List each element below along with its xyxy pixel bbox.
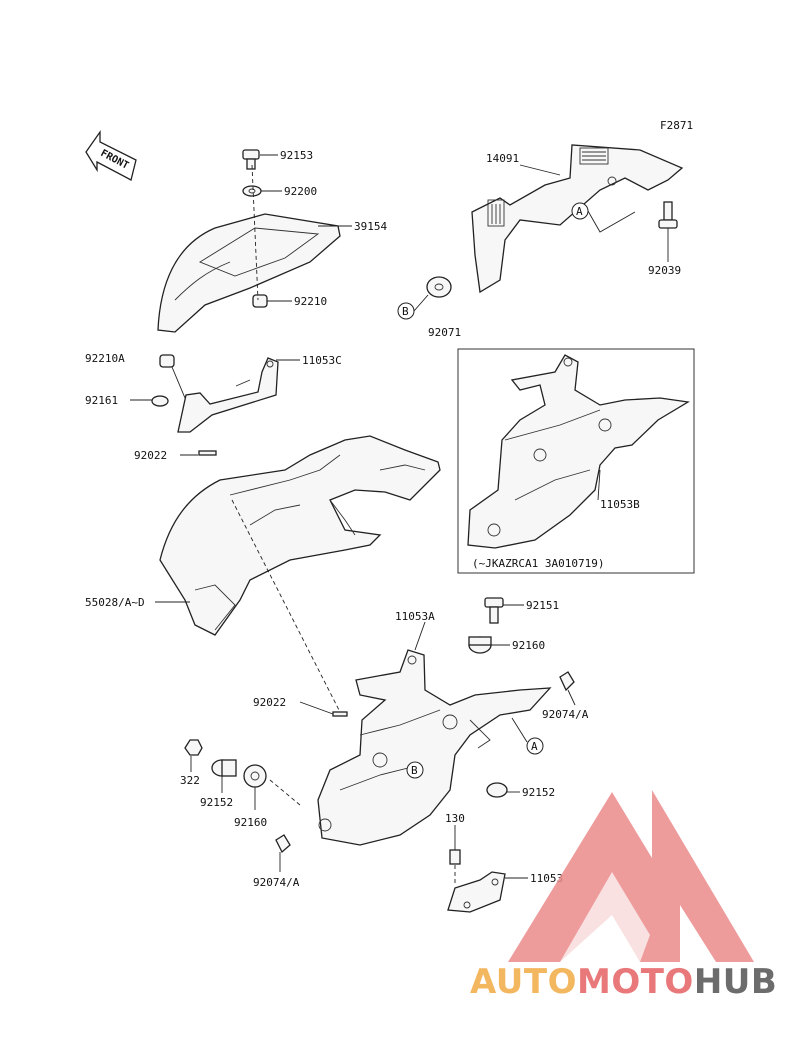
cover-14091 xyxy=(471,144,684,294)
label-92210: 92210 xyxy=(294,295,327,308)
inset-note: (~JKAZRCA1 3A010719) xyxy=(472,557,604,570)
label-11053b: 11053B xyxy=(600,498,640,511)
damper-92160-lower xyxy=(243,764,267,788)
pin-92022-upper xyxy=(198,450,217,456)
callout-a-top: A xyxy=(571,202,589,220)
label-92210a: 92210A xyxy=(85,352,125,365)
svg-text:B: B xyxy=(411,764,418,777)
watermark-text: AUTOMOTOHUB xyxy=(470,962,778,1002)
label-92200: 92200 xyxy=(284,185,317,198)
front-arrow-icon: FRONT xyxy=(85,129,137,181)
cap-92074a-right xyxy=(559,671,575,692)
cowling-55028 xyxy=(159,435,441,636)
label-92151: 92151 xyxy=(526,599,559,612)
label-11053: 11053 xyxy=(530,872,563,885)
label-55028: 55028/A~D xyxy=(85,596,145,609)
inset-box: (~JKAZRCA1 3A010719) xyxy=(457,348,695,574)
label-92153: 92153 xyxy=(280,149,313,162)
grommet-92071 xyxy=(426,276,452,298)
collar-92152-left xyxy=(211,759,237,777)
svg-text:A: A xyxy=(576,205,583,218)
damper-92160-upper xyxy=(468,636,492,654)
label-11053a: 11053A xyxy=(395,610,435,623)
label-322: 322 xyxy=(180,774,200,787)
label-92074a-left: 92074/A xyxy=(253,876,300,889)
label-92152-left: 92152 xyxy=(200,796,233,809)
nut-322 xyxy=(184,739,203,756)
grommet-92210 xyxy=(252,294,268,308)
label-92071: 92071 xyxy=(428,326,461,339)
callout-b-lower: B xyxy=(406,761,424,779)
callout-a-lower: A xyxy=(526,737,544,755)
label-92160-lower: 92160 xyxy=(234,816,267,829)
bracket-11053 xyxy=(447,871,506,913)
label-92074a-right: 92074/A xyxy=(542,708,589,721)
label-92160-upper: 92160 xyxy=(512,639,545,652)
label-92022-lower: 92022 xyxy=(253,696,286,709)
svg-text:B: B xyxy=(402,305,409,318)
label-92039: 92039 xyxy=(648,264,681,277)
bolt-92039 xyxy=(658,201,678,229)
label-11053c: 11053C xyxy=(302,354,342,367)
bolt-92153 xyxy=(242,149,260,170)
rubber-92161 xyxy=(151,395,169,407)
stay-11053a xyxy=(317,649,552,846)
bolt-92151 xyxy=(484,597,504,624)
label-39154: 39154 xyxy=(354,220,387,233)
label-130: 130 xyxy=(445,812,465,825)
label-92022-upper: 92022 xyxy=(134,449,167,462)
cap-92074a-left xyxy=(275,834,291,854)
watermark-logo-icon xyxy=(508,790,754,962)
callout-b-top: B xyxy=(397,302,415,320)
collar-92152-right xyxy=(486,782,508,798)
figure-code: F2871 xyxy=(660,119,693,132)
windshield-39154 xyxy=(157,213,341,333)
bracket-11053c xyxy=(177,357,279,433)
label-14091: 14091 xyxy=(486,152,519,165)
svg-text:A: A xyxy=(531,740,538,753)
pin-92022-lower xyxy=(332,711,348,717)
bolt-130 xyxy=(449,849,461,865)
nut-92210a xyxy=(159,354,175,368)
washer-92200 xyxy=(242,185,262,197)
label-92152-right: 92152 xyxy=(522,786,555,799)
label-92161: 92161 xyxy=(85,394,118,407)
